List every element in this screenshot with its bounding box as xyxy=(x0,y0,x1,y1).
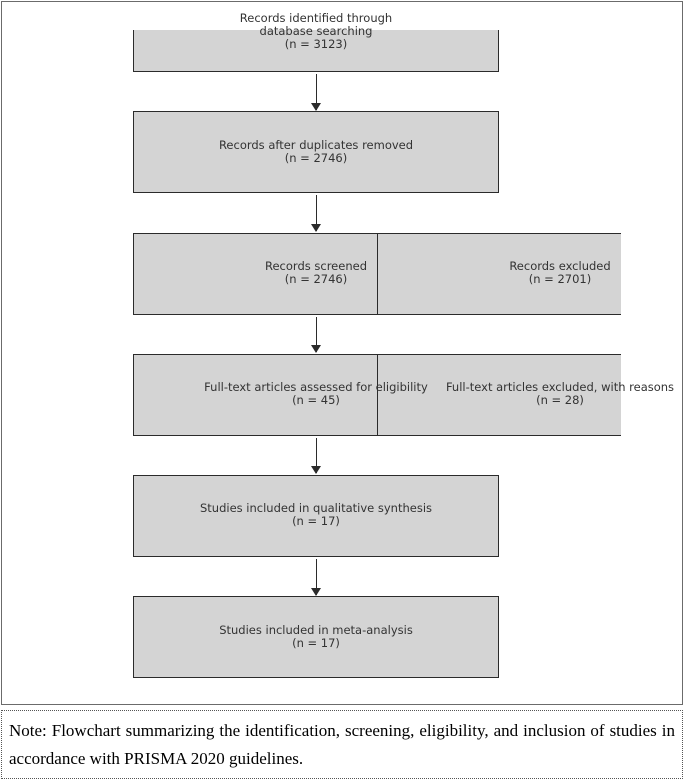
note-text: Note: Flowchart summarizing the identifi… xyxy=(9,721,675,768)
records-excluded-line1: Records excluded xyxy=(509,259,611,273)
box-meta-analysis xyxy=(133,596,499,678)
arrow-5 xyxy=(311,559,322,596)
records-screened-count: (n = 2746) xyxy=(284,272,348,286)
figure-note: Note: Flowchart summarizing the identifi… xyxy=(1,710,683,779)
box-duplicates-removed-label: Records after duplicates removed (n = 27… xyxy=(219,139,413,165)
meta-analysis-line1: Studies included in meta-analysis xyxy=(219,623,413,637)
arrow-4 xyxy=(311,438,322,474)
duplicates-removed-count: (n = 2746) xyxy=(284,151,348,165)
fulltext-assessed-count: (n = 45) xyxy=(292,393,340,407)
qualitative-line1: Studies included in qualitative synthesi… xyxy=(199,501,433,515)
meta-analysis-count: (n = 17) xyxy=(292,636,340,650)
duplicates-removed-line1: Records after duplicates removed xyxy=(218,138,414,152)
fulltext-excluded-line1: Full-text articles excluded, with reason… xyxy=(445,380,675,394)
box-fulltext-excluded xyxy=(377,354,621,436)
arrow-3 xyxy=(311,317,322,353)
box-records-excluded-label: Records excluded (n = 2701) xyxy=(509,260,610,286)
arrow-2 xyxy=(311,195,322,232)
box-records-screened-label: Records screened (n = 2746) xyxy=(265,260,367,286)
box-fulltext-excluded-label: Full-text articles excluded, with reason… xyxy=(446,381,674,407)
box-records-identified-label: Records identified through database sear… xyxy=(240,12,392,51)
records-excluded-count: (n = 2701) xyxy=(528,272,592,286)
records-identified-line2: database searching xyxy=(259,24,373,38)
records-identified-count: (n = 3123) xyxy=(284,37,348,51)
box-meta-analysis-label: Studies included in meta-analysis (n = 1… xyxy=(219,624,413,650)
records-identified-line1: Records identified through xyxy=(239,11,393,25)
box-records-excluded xyxy=(377,233,621,315)
box-duplicates-removed xyxy=(133,111,499,193)
flowchart-frame: Records identified through database sear… xyxy=(1,1,683,705)
fulltext-excluded-count: (n = 28) xyxy=(536,393,584,407)
qualitative-count: (n = 17) xyxy=(292,514,340,528)
box-qualitative-synthesis xyxy=(133,475,499,557)
box-records-identified xyxy=(133,30,499,72)
box-qualitative-synthesis-label: Studies included in qualitative synthesi… xyxy=(200,502,432,528)
fulltext-assessed-line1: Full-text articles assessed for eligibil… xyxy=(204,380,428,394)
records-screened-line1: Records screened xyxy=(265,259,367,273)
box-fulltext-assessed-label: Full-text articles assessed for eligibil… xyxy=(204,381,428,407)
arrow-1 xyxy=(311,74,322,111)
